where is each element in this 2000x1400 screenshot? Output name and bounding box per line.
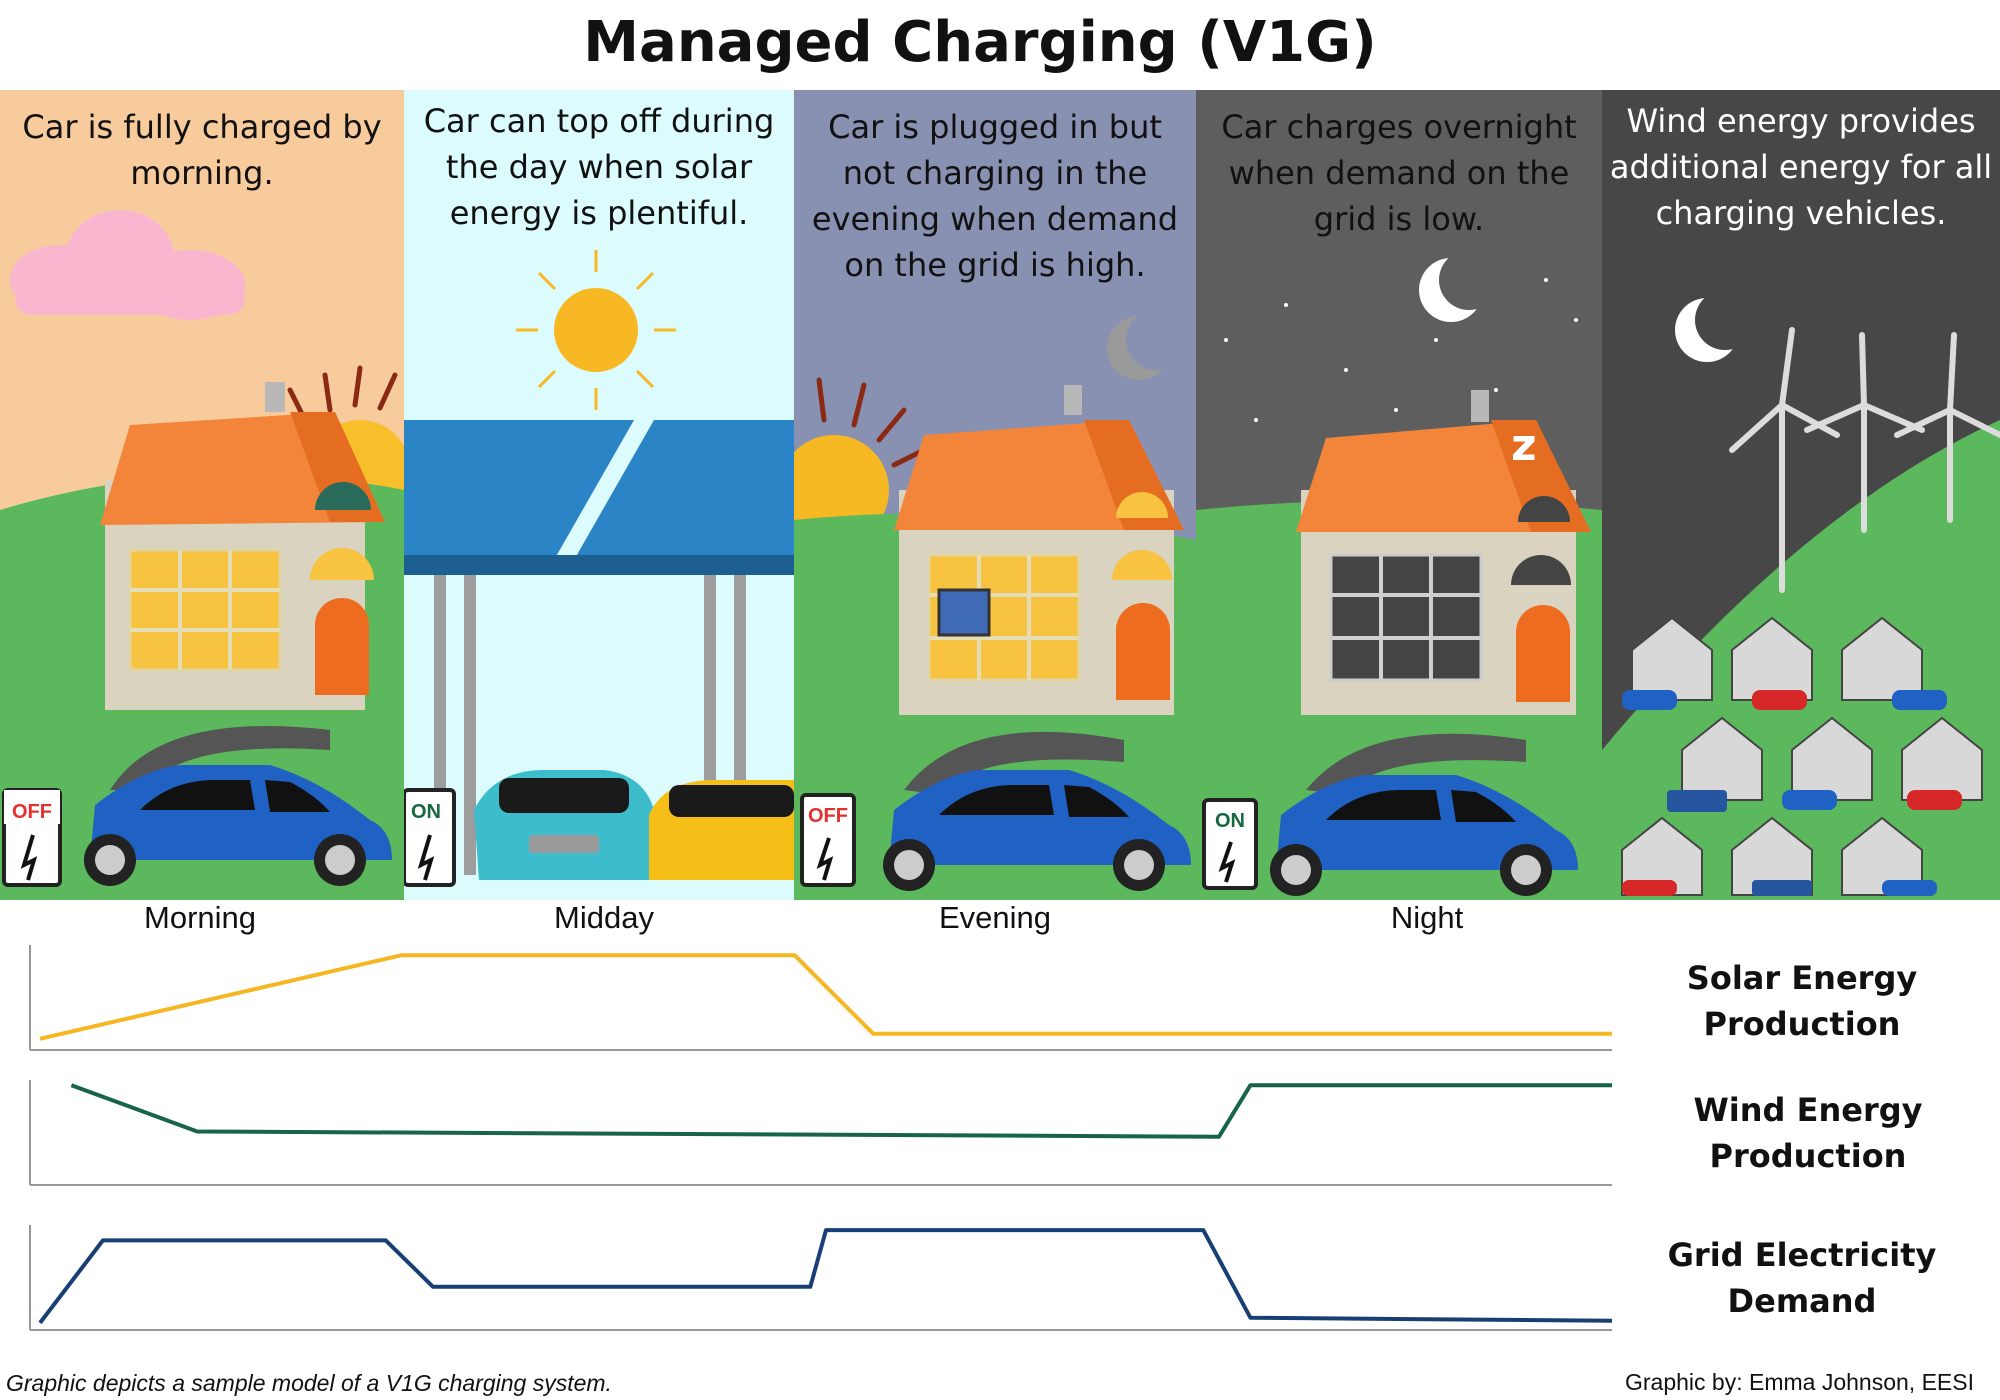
panel-caption: Car charges overnight when demand on the…: [1221, 108, 1577, 238]
car-icon: [883, 770, 1191, 891]
evening-scene: OFF: [794, 90, 1196, 900]
scene-panels: OFF Car is fully charged by morning.: [0, 90, 2000, 900]
wind-axes: [29, 1080, 1612, 1186]
charger-status-label: ON: [1215, 810, 1245, 832]
charger-status-label: OFF: [808, 805, 848, 827]
panel-wind: Wind energy provides additional energy f…: [1602, 90, 2000, 900]
solar-axes: [29, 945, 1612, 1051]
solar-production-line: [39, 953, 1612, 1041]
car-icon: [1270, 775, 1578, 896]
midday-scene: ON: [404, 90, 794, 900]
cloud-icon: [10, 210, 245, 320]
credit: Graphic by: Emma Johnson, EESI: [1625, 1369, 1974, 1395]
car-icon: [84, 765, 392, 886]
page-title: Managed Charging (V1G): [583, 10, 1377, 75]
car-icon: [474, 770, 654, 880]
grid-demand-line: [38, 1228, 1613, 1325]
panel-caption: Car is fully charged by morning.: [22, 108, 382, 192]
neighborhood-houses-icon: [1621, 616, 1983, 896]
car-icon: [1622, 690, 1947, 896]
energy-line-chart: [29, 945, 1613, 1331]
panel-caption: Car is plugged in but not charging in th…: [811, 108, 1179, 284]
panel-evening: OFF Car is plugged in but not charging i…: [794, 90, 1196, 900]
stars-icon: [1224, 278, 1578, 422]
panel-caption: Car can top off during the day when sola…: [423, 102, 775, 232]
car-icon: [1622, 690, 1962, 896]
wind-scene: [1602, 90, 2000, 900]
charger-status-label: OFF: [12, 801, 52, 823]
sun-icon: [516, 250, 676, 410]
moon-icon: [1675, 290, 1755, 362]
wind-series-label: Wind Energy Production: [1693, 1091, 1923, 1175]
panel-midday: ON Car can top off during the day when s…: [404, 90, 794, 900]
charger-status-label: ON: [411, 801, 441, 823]
wind-production-line: [70, 1083, 1612, 1139]
time-label-evening: Evening: [938, 900, 1052, 935]
house-icon: [100, 382, 385, 710]
ev-charger-icon: ON: [404, 788, 456, 887]
time-label-midday: Midday: [554, 900, 654, 935]
energy-graphs: Solar Energy Production Wind Energy Prod…: [0, 935, 2000, 1355]
moon-icon: [1419, 250, 1499, 322]
footnote: Graphic depicts a sample model of a V1G …: [6, 1370, 612, 1396]
morning-scene: OFF: [0, 90, 404, 900]
car-icon: [649, 780, 794, 880]
ev-charger-icon: OFF: [800, 793, 856, 887]
panel-morning: OFF Car is fully charged by morning.: [0, 90, 404, 900]
night-scene: z ON: [1196, 90, 1602, 900]
truck-icon: [1667, 790, 1812, 896]
sleep-zzz-icon: z: [1511, 420, 1537, 471]
house-icon: [894, 385, 1184, 715]
panel-night: z ON Car charges overnight when demand o…: [1196, 90, 1602, 900]
wind-turbine-icon: [1729, 327, 2000, 593]
ev-charger-icon: ON: [1202, 798, 1258, 890]
time-label-night: Night: [1390, 900, 1464, 935]
ev-charger-icon: OFF: [2, 788, 62, 887]
grid-series-label: Grid Electricity Demand: [1667, 1236, 1937, 1320]
moon-icon: [1107, 310, 1186, 380]
grid-axes: [29, 1225, 1612, 1331]
panel-caption: Wind energy provides additional energy f…: [1609, 102, 1993, 232]
house-icon: z: [1296, 390, 1591, 715]
solar-series-label: Solar Energy Production: [1686, 959, 1918, 1043]
time-label-morning: Morning: [144, 900, 256, 935]
